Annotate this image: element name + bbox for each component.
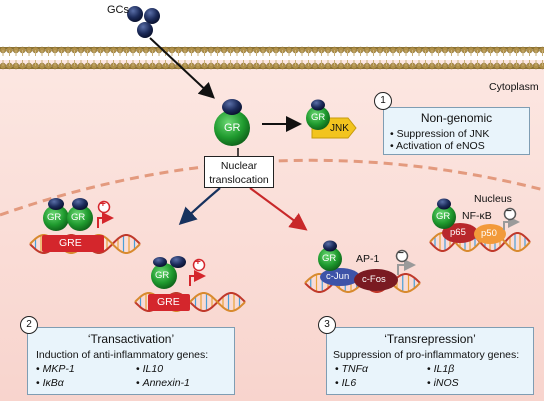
transrepression-item-2: • IL1β	[427, 363, 455, 375]
transactivation-subtitle: Induction of anti-inflammatory genes:	[36, 349, 209, 361]
jnk-label: JNK	[330, 123, 349, 134]
gre-lower-label: GRE	[157, 296, 180, 308]
gr-jnk-complex	[306, 99, 357, 139]
nongenomic-item-2: • Activation of eNOS	[390, 140, 485, 152]
p65-label: p65	[450, 227, 466, 238]
gr-center-label: GR	[224, 122, 241, 134]
nuclear-translocation-line2: translocation	[209, 174, 269, 186]
transactivation-item-4: • Annexin-1	[136, 377, 190, 389]
transactivation-item-1: • MKP-1	[36, 363, 75, 375]
gr-nfkb-label: GR	[436, 211, 451, 222]
transrepression-item-3: • IL6	[335, 377, 357, 389]
minus-ap1: −	[398, 248, 404, 259]
transrepression-subtitle: Suppression of pro-inflammatory genes:	[333, 349, 520, 361]
gr-dimer-gre-upper	[42, 198, 114, 252]
box2-number: 2	[20, 316, 38, 334]
box1-number: 1	[374, 92, 392, 110]
gr-dimer-upper-label-a: GR	[47, 212, 62, 223]
gr-ap1-label: GR	[322, 253, 337, 264]
nfkb-complex	[432, 198, 520, 244]
nongenomic-box: Non-genomic • Suppression of JNK • Activ…	[383, 107, 530, 155]
nuclear-translocation-box: Nuclear translocation	[204, 156, 274, 188]
transrepression-item-1: • TNFα	[335, 363, 368, 375]
gre-upper-label: GRE	[59, 237, 82, 249]
gr-jnk-label: GR	[311, 112, 326, 123]
ap1-complex	[318, 240, 416, 291]
transactivation-item-3: • IκBα	[36, 377, 64, 389]
gr-lower-label: GR	[155, 270, 170, 281]
plus-lower: +	[195, 257, 201, 268]
gr-dimer-upper-label-b: GR	[71, 212, 86, 223]
cell-membrane	[0, 46, 544, 70]
box3-number: 3	[318, 316, 336, 334]
cfos-label: c-Fos	[362, 274, 386, 285]
transactivation-title: ‘Transactivation’	[87, 332, 175, 346]
nuclear-translocation-line1: Nuclear	[220, 160, 258, 172]
ligand-entry-arrow	[149, 37, 215, 99]
nfkb-label: NF-κB	[462, 210, 492, 222]
transrepression-item-4: • iNOS	[427, 377, 459, 389]
transactivation-item-2: • IL10	[136, 363, 164, 375]
minus-nfkb: −	[506, 206, 512, 217]
transactivation-box: ‘Transactivation’ Induction of anti-infl…	[27, 327, 235, 395]
arrow-to-transrepression	[249, 187, 308, 231]
transrepression-box: ‘Transrepression’ Suppression of pro-inf…	[326, 327, 534, 395]
nongenomic-item-1: • Suppression of JNK	[390, 128, 490, 140]
ap1-label: AP-1	[356, 253, 380, 265]
p50-label: p50	[481, 228, 497, 239]
cytoplasm-label: Cytoplasm	[489, 81, 539, 93]
nongenomic-title: Non-genomic	[420, 111, 493, 125]
gr-receptor-center	[214, 99, 250, 146]
gr-dimer-gre-lower	[148, 256, 206, 311]
arrow-to-transactivation	[178, 187, 221, 226]
glucocorticoid-ligands	[127, 6, 160, 38]
gcs-label: GCs	[107, 4, 129, 16]
transrepression-title: ‘Transrepression’	[384, 332, 476, 346]
cjun-label: c-Jun	[326, 271, 350, 282]
nucleus-label: Nucleus	[474, 193, 512, 205]
plus-upper: +	[100, 199, 106, 210]
